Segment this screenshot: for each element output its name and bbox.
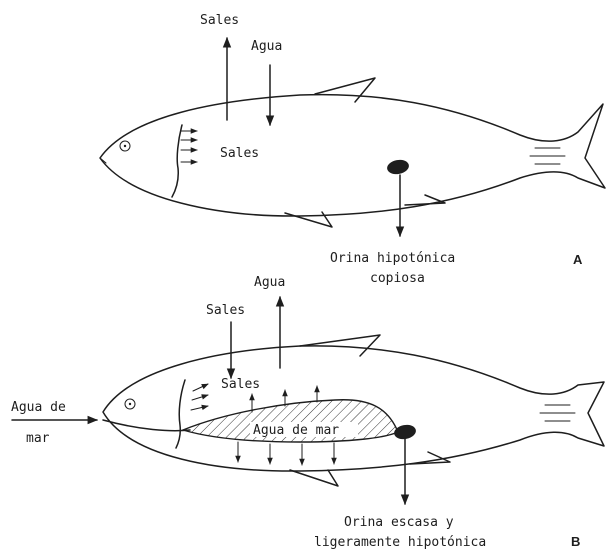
salts-out-label-a: Sales: [200, 13, 239, 28]
gill-arrows-a: [181, 131, 197, 162]
gill-arrows-b: [191, 384, 208, 410]
panel-letter-a: A: [573, 252, 583, 267]
water-in-label-a: Agua: [251, 39, 282, 54]
panel-a: Sales Agua Sales Orina hipotónica copios…: [100, 13, 605, 286]
seawater-label-line1: Agua de: [11, 400, 66, 415]
gut-label: Agua de mar: [253, 423, 339, 438]
urine-label-a-line1: Orina hipotónica: [330, 251, 455, 266]
gill-salts-label-a: Sales: [220, 146, 259, 161]
panel-letter-b: B: [571, 534, 580, 549]
urine-label-b-line1: Orina escasa y: [344, 515, 454, 530]
water-out-label-b: Agua: [254, 275, 285, 290]
panel-b: Agua de mar Agua Sales Sal: [11, 275, 604, 550]
fish-a-outline: [100, 78, 605, 227]
gut-down-arrows: [238, 442, 334, 465]
urine-label-a-line2: copiosa: [370, 271, 425, 286]
kidney-b: [393, 423, 417, 441]
kidney-a: [386, 158, 410, 176]
salts-in-label-b: Sales: [206, 303, 245, 318]
gill-salts-label-b: Sales: [221, 377, 260, 392]
urine-label-b-line2: ligeramente hipotónica: [314, 535, 486, 550]
seawater-label-line2: mar: [26, 431, 50, 446]
